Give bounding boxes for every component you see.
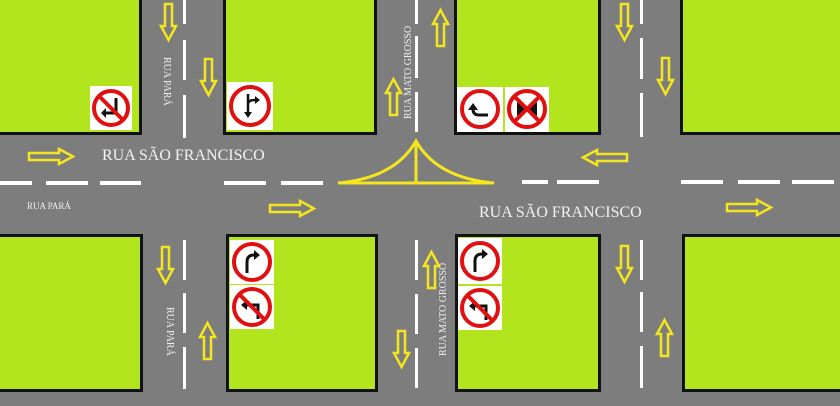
lane-dash bbox=[640, 93, 643, 135]
arrow-up-icon bbox=[422, 250, 441, 290]
lane-dash bbox=[415, 0, 418, 24]
lane-dash bbox=[415, 294, 418, 334]
lane-dash bbox=[415, 348, 418, 388]
sign-no-left-turn bbox=[458, 286, 502, 330]
lane-dash bbox=[0, 181, 32, 185]
arrow-down-icon bbox=[656, 56, 675, 96]
arrow-right-icon bbox=[725, 198, 773, 217]
lane-dash bbox=[415, 92, 418, 132]
lane-dash bbox=[183, 240, 186, 280]
lane-dash bbox=[281, 181, 323, 185]
arrow-right-icon bbox=[268, 199, 316, 218]
lane-dash bbox=[640, 0, 643, 24]
no-stopping-icon bbox=[507, 89, 547, 129]
arrow-left-icon bbox=[581, 148, 629, 167]
street-label-para-horizontal: RUA PARÁ bbox=[27, 201, 71, 211]
block-top-1 bbox=[0, 0, 142, 135]
lane-dash bbox=[640, 292, 643, 332]
lane-divider-marking bbox=[337, 137, 495, 185]
no-left-turn-icon bbox=[460, 288, 500, 328]
arrow-up-icon bbox=[655, 318, 674, 358]
lane-dash bbox=[640, 346, 643, 388]
lane-dash bbox=[640, 240, 643, 280]
street-label-sao-francisco-left: RUA SÃO FRANCISCO bbox=[102, 147, 265, 164]
sign-turn-right bbox=[230, 240, 274, 284]
block-bottom-4 bbox=[682, 234, 840, 392]
lane-dash bbox=[100, 181, 141, 185]
sign-no-left-turn bbox=[230, 285, 274, 329]
sign-turn-left bbox=[457, 87, 503, 132]
lane-dash bbox=[183, 347, 186, 389]
lane-dash bbox=[557, 180, 599, 184]
lane-dash bbox=[681, 180, 723, 184]
lane-dash bbox=[738, 180, 780, 184]
sign-no-left-turn bbox=[90, 86, 132, 130]
arrow-up-icon bbox=[384, 77, 403, 117]
arrow-down-icon bbox=[392, 329, 411, 369]
straight-or-right-icon bbox=[229, 85, 271, 127]
block-top-4 bbox=[680, 0, 840, 135]
arrow-up-icon bbox=[431, 8, 450, 48]
lane-dash bbox=[640, 38, 643, 79]
lane-dash bbox=[46, 181, 88, 185]
lane-dash bbox=[415, 240, 418, 280]
lane-dash bbox=[792, 180, 834, 184]
arrow-down-icon bbox=[615, 244, 634, 284]
lane-dash bbox=[183, 95, 186, 135]
sign-straight-or-right bbox=[227, 82, 273, 130]
arrow-right-icon bbox=[27, 147, 75, 166]
arrow-down-icon bbox=[159, 2, 178, 42]
turn-right-icon bbox=[232, 242, 272, 282]
turn-left-icon bbox=[460, 89, 500, 129]
lane-dash bbox=[640, 124, 643, 137]
lane-dash bbox=[183, 0, 186, 24]
turn-right-icon bbox=[460, 241, 500, 281]
block-bottom-1 bbox=[0, 234, 143, 392]
arrow-down-icon bbox=[156, 245, 175, 285]
no-left-turn-icon bbox=[232, 287, 272, 327]
lane-dash bbox=[522, 180, 548, 184]
lane-dash bbox=[183, 126, 186, 138]
lane-dash bbox=[224, 181, 266, 185]
arrow-down-icon bbox=[199, 57, 218, 97]
arrow-up-icon bbox=[198, 321, 217, 361]
sign-no-stopping bbox=[505, 87, 549, 132]
arrow-down-icon bbox=[615, 2, 634, 42]
street-label-sao-francisco-right: RUA SÃO FRANCISCO bbox=[479, 204, 642, 221]
lane-dash bbox=[183, 293, 186, 333]
lane-dash bbox=[183, 40, 186, 80]
no-left-turn-icon bbox=[92, 89, 130, 127]
lane-dash bbox=[415, 36, 418, 78]
sign-turn-right bbox=[458, 238, 502, 284]
